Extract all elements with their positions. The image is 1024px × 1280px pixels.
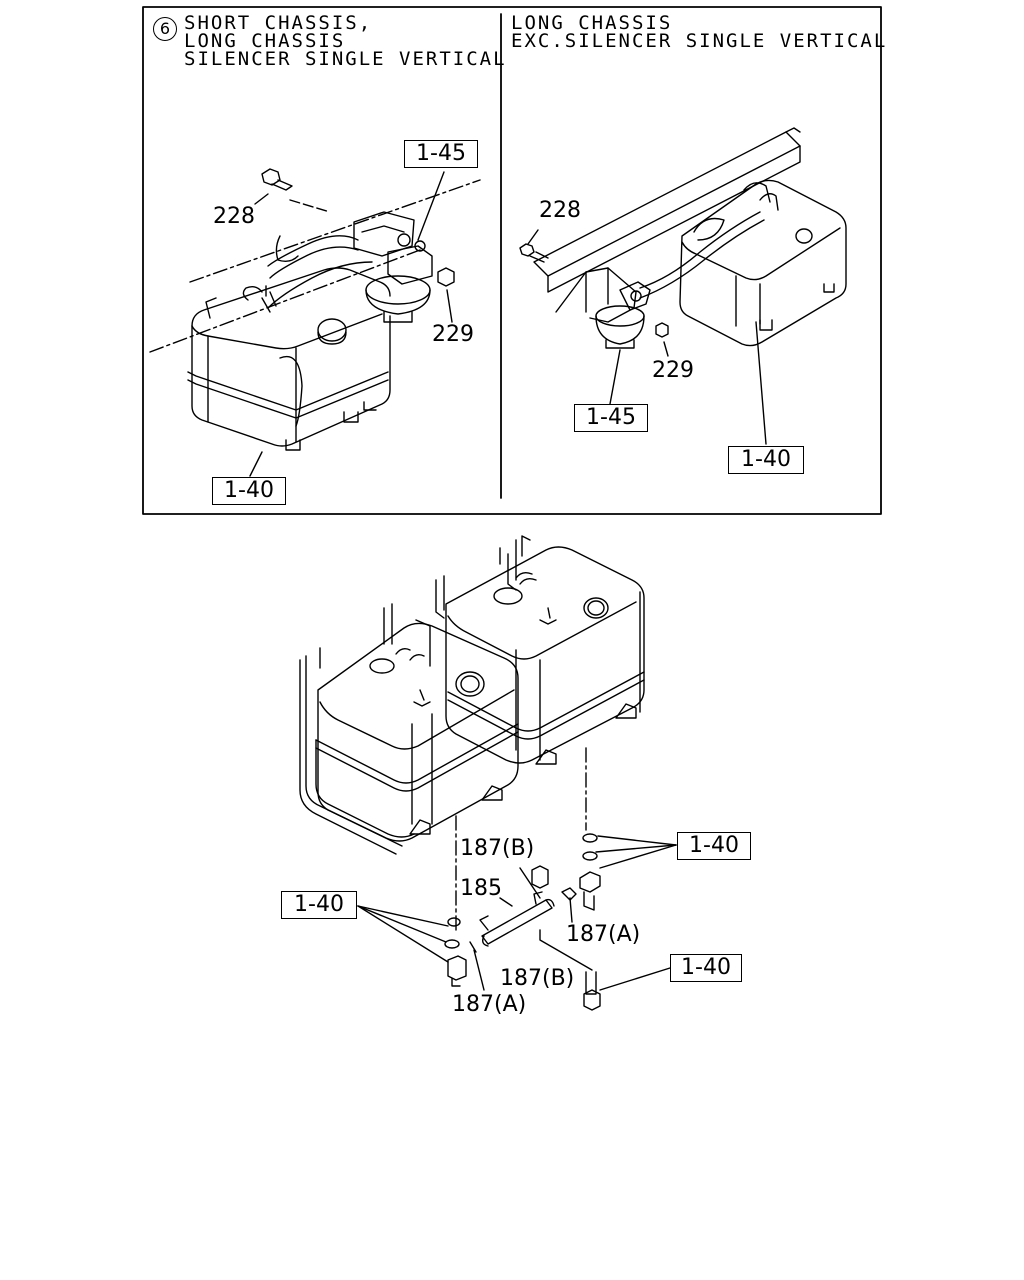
- fitting-187a-right: [579, 871, 601, 911]
- main-callout-ref-bottom: 1-40: [670, 954, 742, 982]
- drain-bolt: [583, 971, 601, 1011]
- rear-fuel-tank: [415, 535, 645, 765]
- right-callout-filter: 1-45: [574, 404, 648, 432]
- right-panel-heading-line-2: EXC.SILENCER SINGLE VERTICAL: [511, 30, 888, 52]
- main-drawing: [299, 535, 677, 1011]
- right-panel-drawing: [519, 127, 847, 445]
- main-callout-187b-bottom: 187(B): [500, 966, 575, 991]
- left-callout-tank: 1-40: [212, 477, 286, 505]
- tee-pipe-185: [481, 891, 593, 971]
- left-callout-bolt: 228: [213, 204, 255, 229]
- section-number-badge: 6: [153, 17, 177, 41]
- main-callout-185: 185: [460, 876, 502, 901]
- right-callout-bolt: 228: [539, 198, 581, 223]
- bolt-228-left: [261, 168, 293, 191]
- left-callout-nut: 229: [432, 322, 474, 347]
- inset-frame: [142, 6, 882, 515]
- right-callout-nut: 229: [652, 358, 694, 383]
- left-callout-filter: 1-45: [404, 140, 478, 168]
- fuel-tank-right: [679, 179, 847, 347]
- left-panel-heading-line-1: SHORT CHASSIS,: [184, 12, 373, 34]
- main-callout-187a-right: 187(A): [566, 922, 641, 947]
- front-fuel-tank: [299, 603, 519, 855]
- main-callout-187a-bottom: 187(A): [452, 992, 527, 1017]
- fitting-187a-left: [447, 955, 467, 987]
- main-callout-ref-right: 1-40: [677, 832, 751, 860]
- main-callout-187b-top: 187(B): [460, 836, 535, 861]
- bolt-228-right: [519, 243, 549, 263]
- left-panel-heading-line-3: SILENCER SINGLE VERTICAL: [184, 48, 507, 70]
- nut-229-right: [655, 322, 669, 338]
- right-callout-tank: 1-40: [728, 446, 804, 474]
- left-panel-heading-line-2: LONG CHASSIS: [184, 30, 346, 52]
- fuel-tank-left: [187, 267, 391, 451]
- left-panel-drawing: [149, 168, 481, 477]
- cap-right: [531, 865, 549, 889]
- right-panel-heading-line-1: LONG CHASSIS: [511, 12, 673, 34]
- nut-229-left: [437, 267, 455, 287]
- main-callout-ref-left: 1-40: [281, 891, 357, 919]
